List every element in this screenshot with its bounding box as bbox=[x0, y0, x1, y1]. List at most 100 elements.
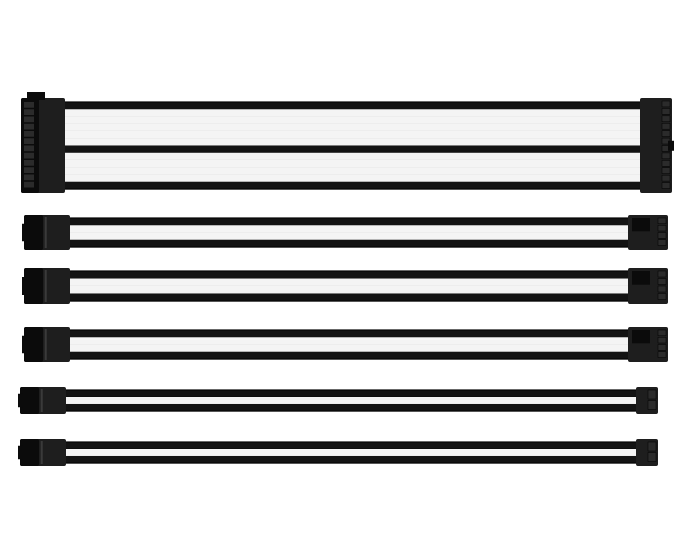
black-wire bbox=[68, 293, 630, 302]
connector-latch bbox=[22, 223, 27, 242]
cable-atx-24pin bbox=[21, 92, 674, 193]
pin-slot bbox=[661, 123, 671, 130]
pin-slot bbox=[647, 452, 657, 462]
cable-eps-4pin-a bbox=[18, 387, 658, 414]
cable-pcie-8pin-a bbox=[22, 215, 668, 250]
white-wire bbox=[63, 160, 641, 168]
pin-slot bbox=[661, 167, 671, 174]
white-wire bbox=[63, 131, 641, 139]
connector-ridge bbox=[44, 217, 47, 248]
cable-pcie-8pin-c bbox=[22, 327, 668, 362]
connector-face bbox=[24, 327, 43, 362]
pin-slot bbox=[24, 152, 34, 159]
pin-slot bbox=[661, 160, 671, 167]
pin-slot bbox=[24, 174, 34, 181]
black-wire bbox=[63, 102, 641, 110]
white-wire bbox=[63, 167, 641, 176]
right-connector bbox=[628, 215, 668, 250]
connector-latch bbox=[27, 92, 45, 100]
white-wire bbox=[68, 225, 630, 234]
left-connector bbox=[18, 387, 66, 414]
right-connector bbox=[628, 268, 668, 304]
connector-split-piece bbox=[632, 271, 650, 285]
connector-latch bbox=[18, 393, 23, 408]
pin-slot bbox=[647, 441, 657, 452]
black-wire bbox=[64, 404, 638, 412]
pin-slot bbox=[657, 351, 667, 358]
black-wire bbox=[68, 218, 630, 226]
white-wire bbox=[68, 232, 630, 241]
pin-slot bbox=[661, 115, 671, 123]
connector-ridge bbox=[40, 441, 43, 464]
white-wire bbox=[63, 109, 641, 118]
connector-latch bbox=[668, 140, 674, 151]
pin-slot bbox=[657, 270, 667, 278]
pin-slot bbox=[657, 329, 667, 336]
white-wire bbox=[63, 174, 641, 183]
connector-latch bbox=[18, 445, 23, 460]
pin-slot bbox=[661, 130, 671, 137]
white-wire bbox=[63, 116, 641, 125]
pin-slot bbox=[24, 138, 34, 144]
pin-slot bbox=[24, 160, 34, 166]
left-connector bbox=[21, 92, 65, 193]
right-connector bbox=[628, 327, 668, 362]
connector-latch bbox=[22, 277, 27, 295]
pin-slot bbox=[657, 293, 667, 300]
connector-face bbox=[24, 215, 43, 250]
cable-set bbox=[18, 92, 674, 466]
white-wire bbox=[68, 278, 630, 287]
connector-split-piece bbox=[632, 218, 650, 232]
pin-slot bbox=[657, 337, 667, 344]
pin-slot bbox=[24, 145, 34, 152]
cable-eps-4pin-b bbox=[18, 439, 658, 466]
connector-latch bbox=[22, 335, 27, 354]
white-wire bbox=[64, 397, 638, 405]
white-wire bbox=[63, 123, 641, 132]
right-connector bbox=[640, 98, 674, 193]
left-connector bbox=[18, 439, 66, 466]
sleeve bbox=[68, 271, 630, 302]
pin-slot bbox=[661, 152, 671, 160]
sleeve bbox=[68, 330, 630, 360]
pin-slot bbox=[24, 123, 34, 130]
black-wire bbox=[68, 330, 630, 338]
connector-face bbox=[24, 268, 43, 304]
pin-slot bbox=[24, 102, 34, 108]
sleeve bbox=[64, 442, 638, 464]
black-wire bbox=[68, 271, 630, 280]
connector-ridge bbox=[44, 329, 47, 360]
pin-slot bbox=[661, 100, 671, 108]
pin-slot bbox=[657, 232, 667, 239]
white-wire bbox=[68, 286, 630, 295]
black-wire bbox=[64, 456, 638, 464]
black-wire bbox=[64, 442, 638, 450]
connector-split-piece bbox=[632, 330, 650, 344]
black-wire bbox=[64, 390, 638, 398]
pin-slot bbox=[661, 108, 671, 115]
pin-slot bbox=[657, 285, 667, 293]
black-wire bbox=[68, 239, 630, 248]
white-wire bbox=[64, 449, 638, 457]
connector-face bbox=[20, 387, 39, 414]
right-connector bbox=[636, 439, 658, 466]
connector-face bbox=[20, 439, 39, 466]
cable-pcie-8pin-b bbox=[22, 268, 668, 304]
connector-ridge bbox=[44, 270, 47, 302]
pin-slot bbox=[24, 131, 34, 137]
black-wire bbox=[68, 351, 630, 360]
white-wire bbox=[68, 337, 630, 346]
pin-slot bbox=[657, 217, 667, 224]
white-wire bbox=[63, 138, 641, 147]
right-connector bbox=[636, 387, 658, 414]
pin-slot bbox=[661, 174, 671, 182]
white-wire bbox=[68, 344, 630, 353]
pin-slot bbox=[657, 278, 667, 285]
pin-slot bbox=[24, 116, 34, 123]
pin-slot bbox=[657, 225, 667, 232]
sleeve bbox=[68, 218, 630, 248]
white-wire bbox=[63, 152, 641, 161]
black-wire bbox=[63, 145, 641, 154]
left-connector bbox=[22, 327, 70, 362]
